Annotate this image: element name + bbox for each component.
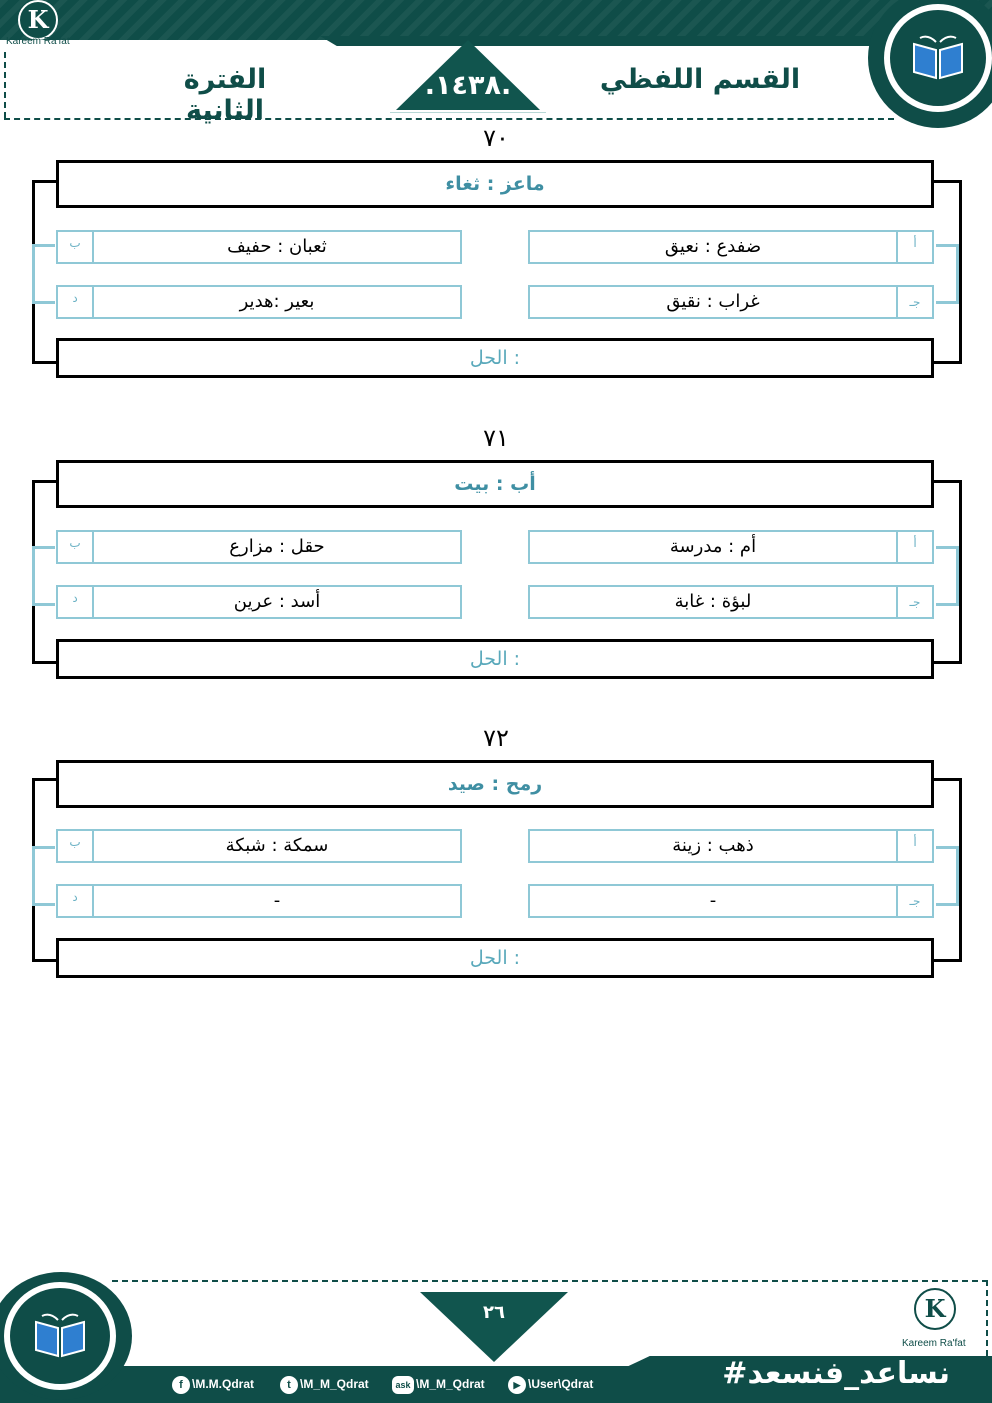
- question-number: ٧١: [483, 424, 509, 452]
- section-title: القسم اللفظي: [599, 64, 801, 95]
- option-b[interactable]: ب سمكة : شبكة: [56, 829, 462, 863]
- facebook-icon: f: [172, 1376, 190, 1394]
- option-letter: د: [58, 886, 94, 916]
- open-book-icon: [913, 35, 963, 80]
- social-facebook[interactable]: f\M.M.Qdrat: [172, 1376, 254, 1394]
- option-text: لبؤة : غابة: [674, 591, 752, 612]
- page-number: ٢٦: [483, 1302, 505, 1323]
- year-label: .١٤٣٨.: [424, 70, 512, 101]
- question-number: ٧٠: [483, 124, 509, 152]
- year-underline: [390, 112, 546, 113]
- header-dashed-border: [4, 52, 6, 118]
- option-a[interactable]: أم : مدرسة أ: [528, 530, 934, 564]
- footer-band: [0, 1366, 992, 1403]
- option-c[interactable]: لبؤة : غابة جـ: [528, 585, 934, 619]
- social-twitter[interactable]: t\M_M_Qdrat: [280, 1376, 369, 1394]
- option-text: ثعبان : حفيف: [227, 236, 327, 257]
- question-stem: ماعز : ثغاء: [56, 160, 934, 208]
- answer-box[interactable]: الحل :: [56, 338, 934, 378]
- option-text: أسد : عرين: [233, 591, 321, 612]
- book-badge-core: [10, 1288, 110, 1384]
- answer-box[interactable]: الحل :: [56, 938, 934, 978]
- twitter-icon: t: [280, 1376, 298, 1394]
- option-connector-left: [32, 546, 55, 606]
- option-c[interactable]: - جـ: [528, 884, 934, 918]
- answer-box[interactable]: الحل :: [56, 639, 934, 679]
- header-slant-decoration: [320, 36, 880, 46]
- option-letter: أ: [896, 232, 932, 262]
- option-letter: ب: [58, 532, 94, 562]
- book-badge-core: [890, 10, 986, 106]
- option-letter: د: [58, 287, 94, 317]
- option-connector-left: [32, 846, 55, 906]
- social-youtube[interactable]: ▶\User\Qdrat: [508, 1376, 593, 1394]
- k-logo-icon: K: [914, 1288, 956, 1330]
- option-letter: أ: [896, 831, 932, 861]
- option-d[interactable]: د -: [56, 884, 462, 918]
- period-title: الفترة الثانية: [183, 64, 267, 126]
- brand-name: Kareem Ra'fat: [6, 36, 70, 47]
- header-band: [0, 0, 992, 40]
- option-text: غراب : نقيق: [666, 291, 760, 312]
- option-connector-left: [32, 244, 55, 304]
- brand-name: Kareem Ra'fat: [902, 1338, 966, 1349]
- social-handle: \User\Qdrat: [528, 1377, 594, 1392]
- option-letter: جـ: [896, 886, 932, 916]
- social-handle: \M_M_Qdrat: [300, 1377, 369, 1392]
- footer-dashed-border-right: [986, 1280, 988, 1356]
- hashtag-slogan: #نساعد_فنسعد: [722, 1356, 950, 1391]
- option-a[interactable]: ضفدع : نعيق أ: [528, 230, 934, 264]
- open-book-icon: [35, 1313, 85, 1358]
- option-d[interactable]: د أسد : عرين: [56, 585, 462, 619]
- option-d[interactable]: د بعير :هدير: [56, 285, 462, 319]
- option-text: سمكة : شبكة: [225, 835, 329, 856]
- option-letter: أ: [896, 532, 932, 562]
- option-text: ذهب : زينة: [672, 835, 754, 856]
- option-text: حقل : مزارع: [229, 536, 325, 557]
- youtube-icon: ▶: [508, 1376, 526, 1394]
- option-text: بعير :هدير: [239, 291, 315, 312]
- option-connector-right: [936, 244, 959, 304]
- social-askfm[interactable]: ask\M_M_Qdrat: [392, 1376, 485, 1394]
- option-b[interactable]: ب حقل : مزارع: [56, 530, 462, 564]
- header-dashed-border-bottom: [4, 118, 894, 120]
- header-pattern: [0, 0, 992, 40]
- option-text: ضفدع : نعيق: [664, 236, 762, 257]
- option-connector-right: [936, 846, 959, 906]
- question-number: ٧٢: [483, 724, 509, 752]
- option-connector-right: [936, 546, 959, 606]
- k-logo-icon: K: [18, 0, 58, 40]
- option-letter: جـ: [896, 587, 932, 617]
- option-letter: د: [58, 587, 94, 617]
- askfm-icon: ask: [392, 1376, 414, 1394]
- option-a[interactable]: ذهب : زينة أ: [528, 829, 934, 863]
- option-letter: ب: [58, 831, 94, 861]
- option-text: -: [273, 890, 281, 911]
- question-stem: أب : بيت: [56, 460, 934, 508]
- option-letter: جـ: [896, 287, 932, 317]
- option-letter: ب: [58, 232, 94, 262]
- option-b[interactable]: ب ثعبان : حفيف: [56, 230, 462, 264]
- option-c[interactable]: غراب : نقيق جـ: [528, 285, 934, 319]
- social-handle: \M_M_Qdrat: [416, 1377, 485, 1392]
- question-stem: رمح : صيد: [56, 760, 934, 808]
- social-handle: \M.M.Qdrat: [192, 1377, 254, 1392]
- option-text: أم : مدرسة: [669, 536, 757, 557]
- option-text: -: [709, 890, 717, 911]
- footer-dashed-border: [112, 1280, 988, 1282]
